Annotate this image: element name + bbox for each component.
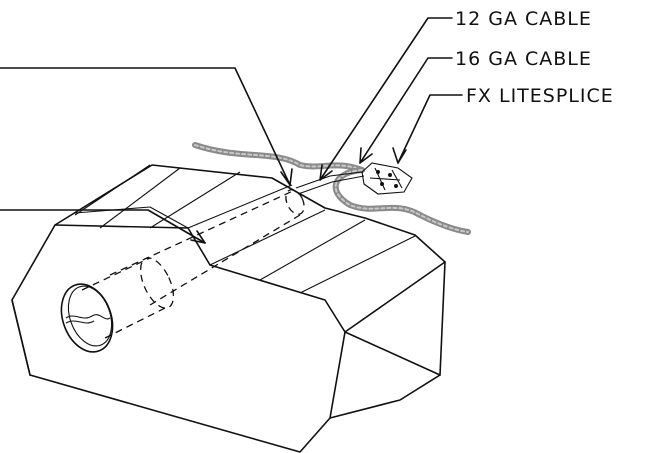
cable-16ga-inner (334, 169, 469, 233)
conduit-end-dashed (285, 189, 305, 215)
fixture-body-dashed-top (81, 257, 151, 291)
splice-body (361, 162, 413, 195)
splice-dot-2 (388, 173, 392, 177)
fixture-wire-swirl (65, 314, 111, 324)
housing-block (11, 164, 446, 453)
conductor-strand-1 (295, 171, 363, 189)
leader-12ga-arrow (319, 164, 333, 181)
top-facet-2 (99, 167, 181, 229)
fixture-body-dashed-bottom (104, 307, 166, 339)
top-facet-8 (187, 184, 293, 229)
leader-12ga (319, 17, 453, 181)
leader-left-upper-arrow (280, 168, 293, 186)
top-facet-3 (149, 171, 241, 229)
callout-12ga-cable: 12 GA CABLE (455, 8, 592, 30)
conductor-strand-2 (297, 175, 365, 195)
cables (192, 142, 471, 235)
leader-lines (0, 17, 463, 244)
cable-16ga-outer (332, 167, 471, 235)
callout-labels: 12 GA CABLE 16 GA CABLE FX LITESPLICE (455, 8, 614, 107)
cable-12ga-inner (194, 144, 363, 171)
leader-left-lower-arrow (190, 230, 206, 244)
leader-litesplice-arrow (392, 147, 407, 164)
top-facet-6 (259, 219, 366, 281)
block-left-bottom (11, 299, 31, 376)
splice-dot-4 (394, 184, 398, 188)
conduit-dashed-top (109, 189, 296, 276)
fixture-lens-inner (67, 285, 113, 347)
leader-left-upper (0, 67, 291, 186)
fixture-face (60, 283, 114, 353)
leader-16ga (359, 57, 453, 164)
fixture-body-rear-dashed (139, 257, 175, 309)
hidden-fixture (81, 189, 305, 339)
top-facet-9 (149, 206, 189, 229)
top-facet-1 (74, 164, 151, 216)
top-facet-7 (299, 235, 416, 294)
top-facet-5 (209, 209, 326, 266)
leader-16ga-arrow (359, 147, 373, 164)
conduit-dashed-bottom (149, 214, 301, 306)
block-front-top-edge (54, 224, 441, 376)
splice-detail (369, 167, 403, 191)
callout-fx-litesplice: FX LITESPLICE (466, 85, 614, 107)
leader-left-lower (0, 209, 206, 244)
callout-16ga-cable: 16 GA CABLE (455, 48, 592, 70)
litesplice-connector (361, 162, 413, 195)
leader-litesplice (397, 94, 463, 164)
block-right-bottom (329, 331, 346, 419)
block-right-face (344, 261, 446, 333)
